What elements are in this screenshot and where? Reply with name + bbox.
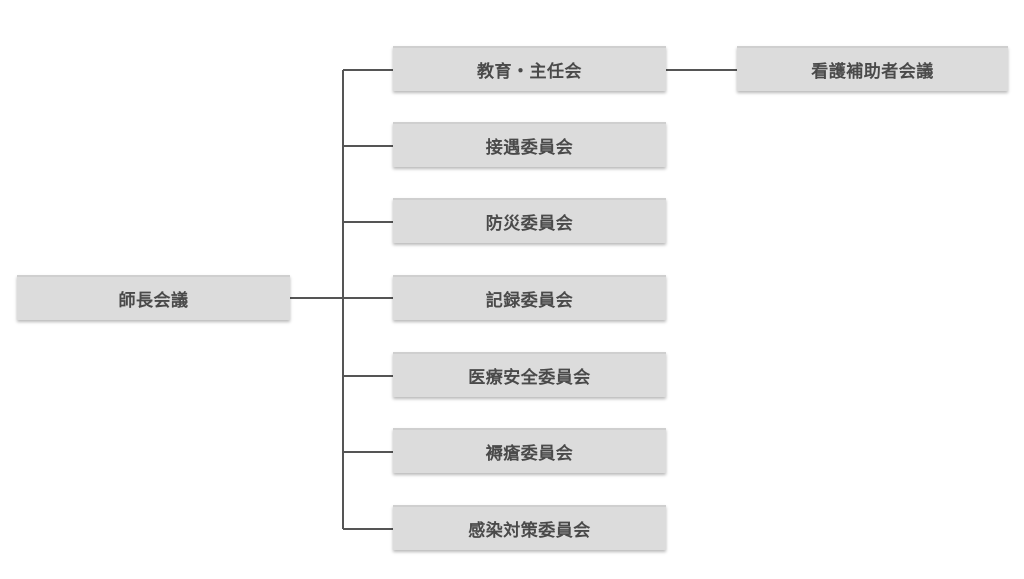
committee-label: 接遇委員会 bbox=[485, 138, 574, 158]
committee-node-records: 記録委員会 bbox=[393, 275, 666, 320]
sub-node-nursing-assistants: 看護補助者会議 bbox=[737, 46, 1008, 91]
committee-label: 医療安全委員会 bbox=[468, 368, 591, 388]
committee-label: 教育・主任会 bbox=[477, 62, 582, 82]
committee-node-disaster-prevention: 防災委員会 bbox=[393, 198, 666, 243]
root-node: 師長会議 bbox=[17, 275, 290, 320]
committee-node-pressure-ulcer: 褥瘡委員会 bbox=[393, 428, 666, 473]
committee-node-hospitality: 接遇委員会 bbox=[393, 122, 666, 167]
committee-label: 防災委員会 bbox=[485, 214, 574, 234]
committee-label: 記録委員会 bbox=[485, 291, 574, 311]
root-node-label: 師長会議 bbox=[118, 291, 189, 311]
committee-node-infection-control: 感染対策委員会 bbox=[393, 505, 666, 550]
committee-node-education: 教育・主任会 bbox=[393, 46, 666, 91]
sub-node-label: 看護補助者会議 bbox=[811, 62, 934, 82]
committee-label: 褥瘡委員会 bbox=[485, 444, 574, 464]
committee-label: 感染対策委員会 bbox=[468, 521, 591, 541]
committee-node-medical-safety: 医療安全委員会 bbox=[393, 352, 666, 397]
